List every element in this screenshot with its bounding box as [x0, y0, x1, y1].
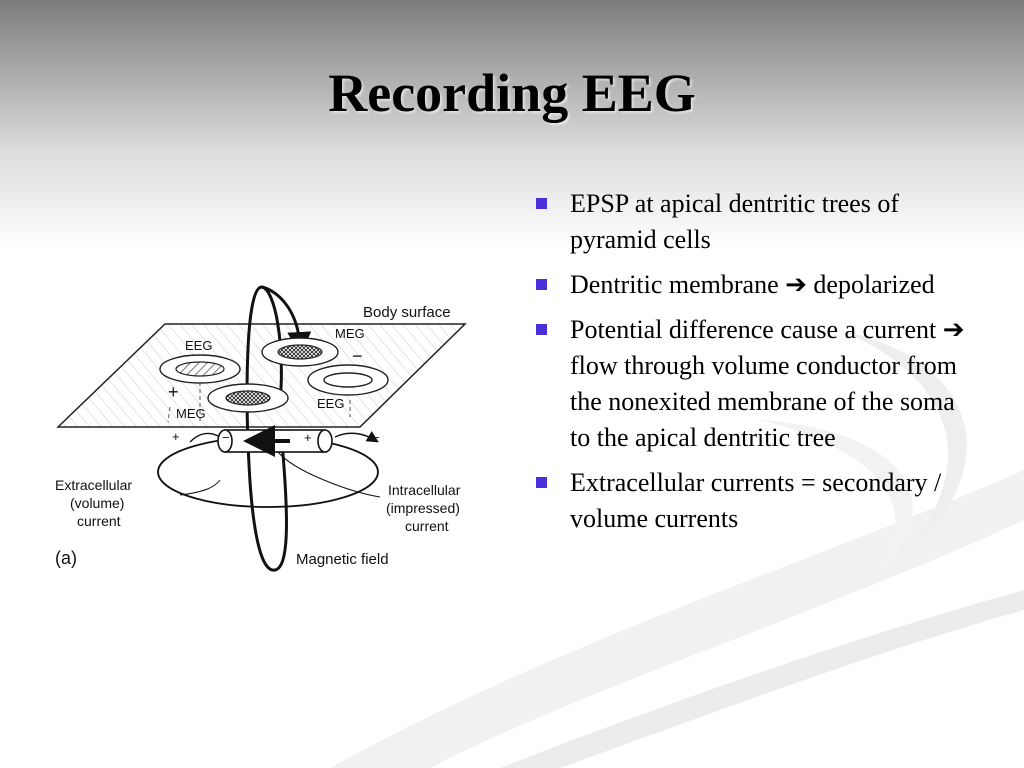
label-minus-left: −	[222, 430, 230, 445]
bullet-text: Potential difference cause a current ➔ f…	[570, 315, 965, 452]
meg-sensor-top	[261, 337, 339, 367]
label-eeg-left: EEG	[185, 338, 212, 353]
label-minus-surface: −	[352, 346, 363, 366]
label-eeg-right: EEG	[317, 396, 344, 411]
bullet-list: EPSP at apical dentritic trees of pyrami…	[528, 186, 968, 546]
square-bullet-icon	[536, 198, 547, 209]
square-bullet-icon	[536, 324, 547, 335]
label-intracellular-3: current	[405, 518, 449, 534]
label-plus-surface: +	[168, 382, 179, 402]
eeg-sensor-right	[307, 364, 389, 396]
label-intracellular-2: (impressed)	[386, 500, 460, 516]
bullet-item: Extracellular currents = secondary / vol…	[528, 465, 968, 537]
eeg-sensor-left	[159, 354, 241, 384]
meg-sensor-bottom	[207, 383, 289, 413]
label-minus-right: −	[372, 430, 380, 445]
bullet-text: Extracellular currents = secondary / vol…	[570, 468, 942, 533]
bullet-text: Dentritic membrane ➔ depolarized	[570, 270, 935, 299]
eeg-meg-diagram: Body surface MEG EEG EEG MEG + − + − + −…	[50, 282, 502, 582]
square-bullet-icon	[536, 279, 547, 290]
bullet-item: Dentritic membrane ➔ depolarized	[528, 267, 968, 303]
label-meg-bottom: MEG	[176, 406, 206, 421]
bullet-text: EPSP at apical dentritic trees of pyrami…	[570, 189, 899, 254]
label-plus-right: +	[304, 430, 312, 445]
label-extracellular-1: Extracellular	[55, 477, 132, 493]
label-plus-left: +	[172, 429, 180, 444]
dendrite-cylinder	[217, 425, 333, 457]
label-panel-a: (a)	[55, 548, 77, 568]
bullet-item: Potential difference cause a current ➔ f…	[528, 312, 968, 456]
label-body-surface: Body surface	[363, 304, 451, 321]
label-extracellular-2: (volume)	[70, 495, 124, 511]
square-bullet-icon	[536, 477, 547, 488]
label-magnetic-field: Magnetic field	[296, 551, 389, 568]
slide-title: Recording EEG	[328, 63, 696, 123]
label-meg-top: MEG	[335, 326, 365, 341]
label-intracellular-1: Intracellular	[388, 482, 461, 498]
bullet-item: EPSP at apical dentritic trees of pyrami…	[528, 186, 968, 258]
magnetic-field-loop	[245, 285, 288, 572]
label-extracellular-3: current	[77, 513, 121, 529]
